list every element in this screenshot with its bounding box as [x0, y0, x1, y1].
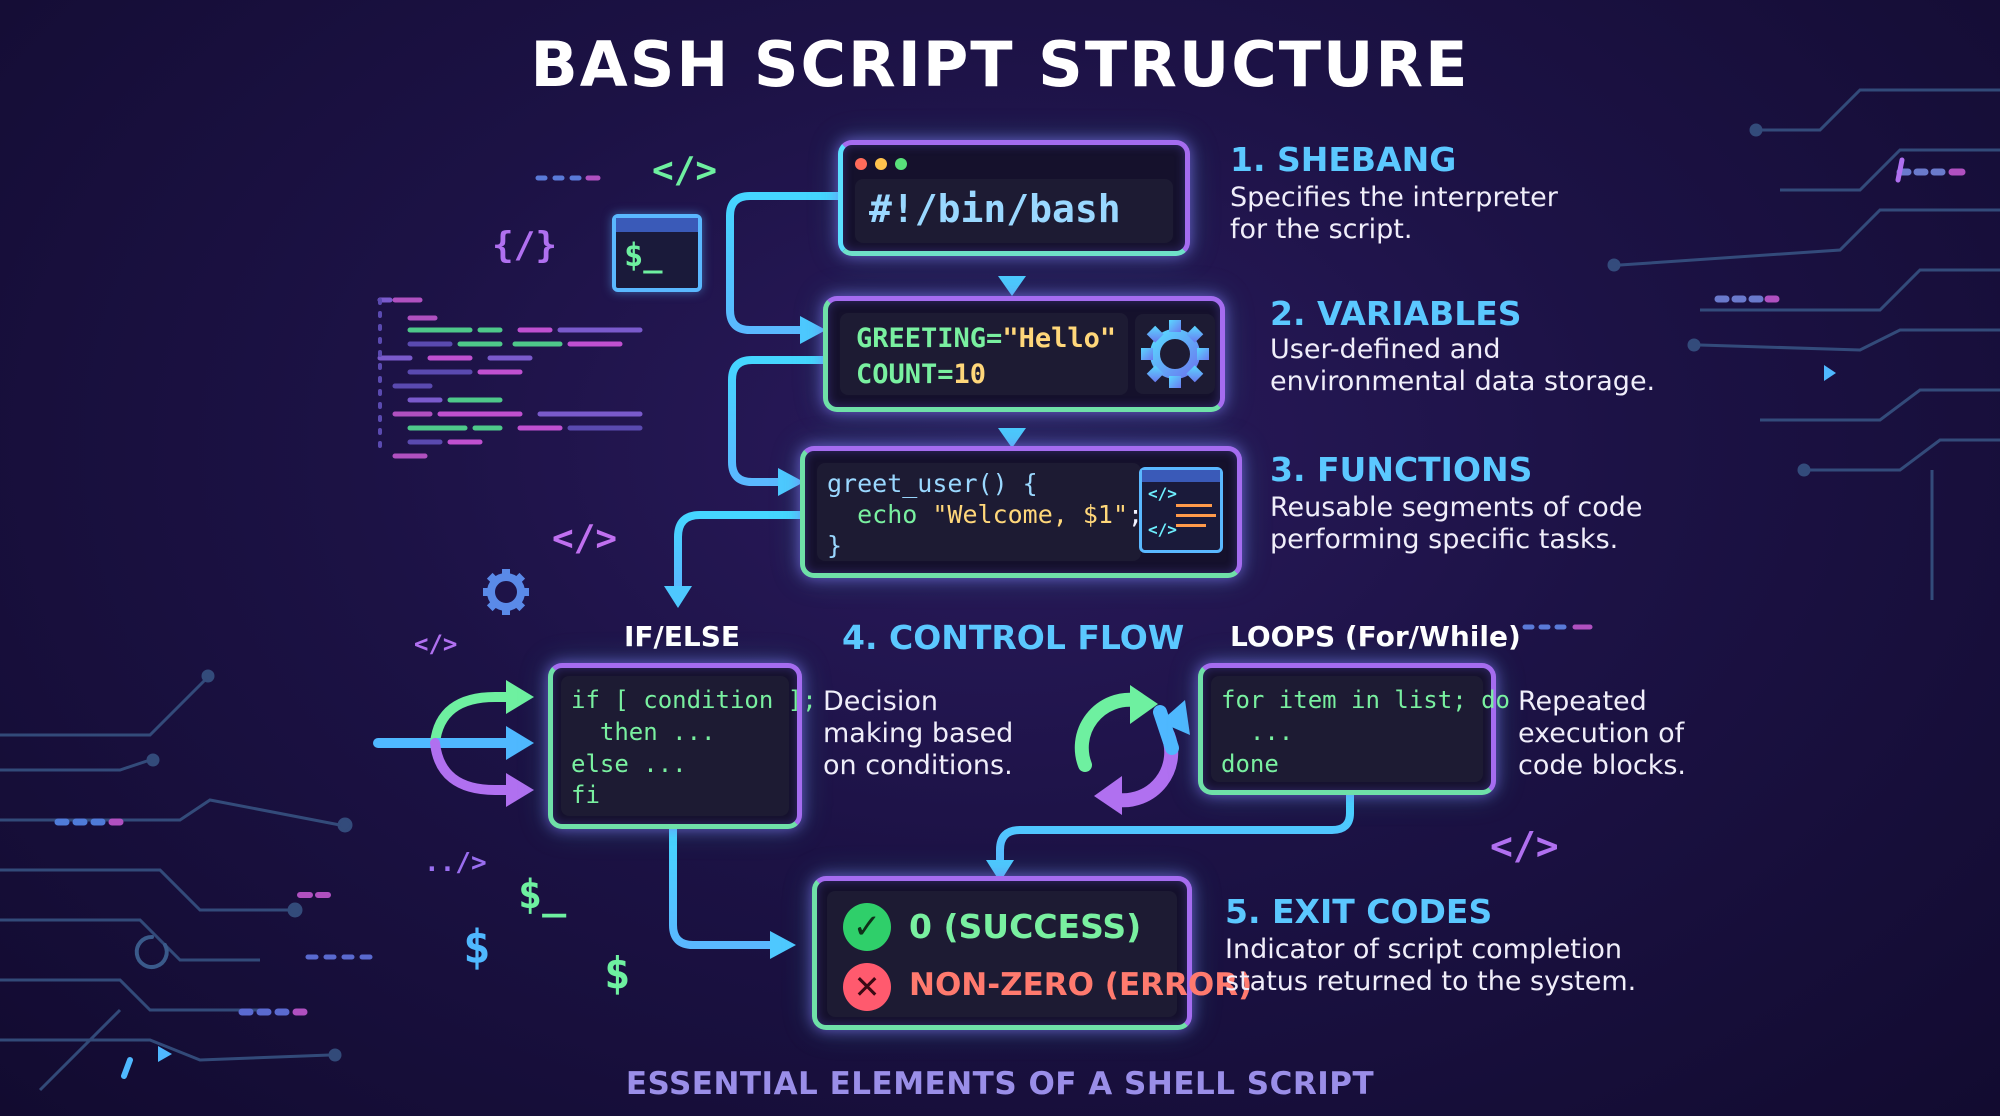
- shebang-card: #!/bin/bash: [838, 140, 1190, 256]
- flow-lines: [669, 192, 1354, 949]
- variables-description: User-defined and environmental data stor…: [1270, 334, 1656, 397]
- loops-description: Repeated execution of code blocks.: [1518, 686, 1686, 781]
- if-else-card: if [ condition ]; then ... else ... fi: [548, 663, 817, 829]
- page-title: BASH SCRIPT STRUCTURE: [530, 28, 1470, 101]
- cycle-arrows-icon: [1074, 685, 1190, 815]
- code-tag-decoration: </>: [652, 150, 718, 191]
- loop-line-3: done: [1221, 750, 1279, 778]
- x-icon: ✕: [843, 963, 891, 1011]
- prompt-symbol: $_: [624, 236, 663, 274]
- circuit-traces-right: [1607, 88, 2000, 600]
- loops-card: for item in list; do ... done: [1198, 663, 1510, 795]
- control-flow-heading: 4. CONTROL FLOW: [842, 618, 1185, 657]
- variables-card: GREETING="Hello" COUNT=10: [823, 296, 1225, 412]
- exit-codes-description: Indicator of script completion status re…: [1225, 934, 1637, 997]
- exit-codes-card: ✓ 0 (SUCCESS) ✕ NON-ZERO (ERROR): [812, 876, 1252, 1030]
- function-line-2: echo "Welcome, $1";: [827, 500, 1144, 529]
- error-code: NON-ZERO (ERROR): [909, 967, 1253, 1003]
- dash-decorations: [54, 157, 1966, 1079]
- variables-heading: 2. VARIABLES: [1270, 294, 1522, 333]
- code-tag-decoration: ../>: [424, 848, 487, 878]
- dollar-decoration: $: [463, 920, 491, 974]
- shebang-description: Specifies the interpreter for the script…: [1230, 182, 1558, 245]
- if-line-2: then ...: [571, 718, 716, 746]
- function-line-1: greet_user() {: [827, 469, 1038, 498]
- branch-arrows-icon: [373, 680, 534, 807]
- code-tag-decoration: </>: [552, 518, 618, 559]
- if-line-4: fi: [571, 781, 600, 809]
- functions-heading: 3. FUNCTIONS: [1270, 450, 1533, 489]
- terminal-window-icon: $_: [612, 214, 702, 292]
- code-lines-decoration: [377, 297, 643, 459]
- shebang-heading: 1. SHEBANG: [1230, 140, 1457, 179]
- if-line-1: if [ condition ];: [571, 686, 817, 714]
- flow-arrowheads: [664, 276, 1026, 959]
- if-else-description: Decision making based on conditions.: [823, 686, 1014, 781]
- variable-line-2: COUNT=10: [856, 359, 987, 390]
- window-controls: [855, 155, 915, 174]
- function-line-3: }: [827, 531, 843, 560]
- code-tag-decoration: </>: [414, 630, 458, 658]
- page-subtitle: ESSENTIAL ELEMENTS OF A SHELL SCRIPT: [625, 1066, 1375, 1102]
- prompt-decoration: $_: [518, 872, 567, 918]
- circuit-traces-left: [0, 669, 353, 1092]
- dollar-decoration: $: [604, 948, 631, 999]
- functions-description: Reusable segments of code performing spe…: [1270, 492, 1643, 555]
- checkmark-icon: ✓: [843, 903, 891, 951]
- loop-line-1: for item in list; do: [1221, 686, 1510, 714]
- shebang-code: #!/bin/bash: [869, 187, 1121, 231]
- if-else-label: IF/ELSE: [624, 620, 741, 653]
- code-tag-decoration: </>: [1490, 824, 1559, 868]
- gear-icon: [1135, 314, 1215, 394]
- success-code: 0 (SUCCESS): [909, 907, 1142, 946]
- functions-card: greet_user() { echo "Welcome, $1"; } </>…: [800, 446, 1242, 578]
- variable-line-1: GREETING="Hello": [856, 323, 1117, 354]
- loop-line-2: ...: [1221, 718, 1294, 746]
- braces-decoration: {/}: [492, 225, 558, 266]
- if-line-3: else ...: [571, 750, 687, 778]
- code-window-icon: </> </>: [1139, 467, 1223, 553]
- exit-codes-heading: 5. EXIT CODES: [1225, 892, 1493, 931]
- loops-label: LOOPS (For/While): [1230, 620, 1521, 653]
- gear-icon: [483, 569, 529, 615]
